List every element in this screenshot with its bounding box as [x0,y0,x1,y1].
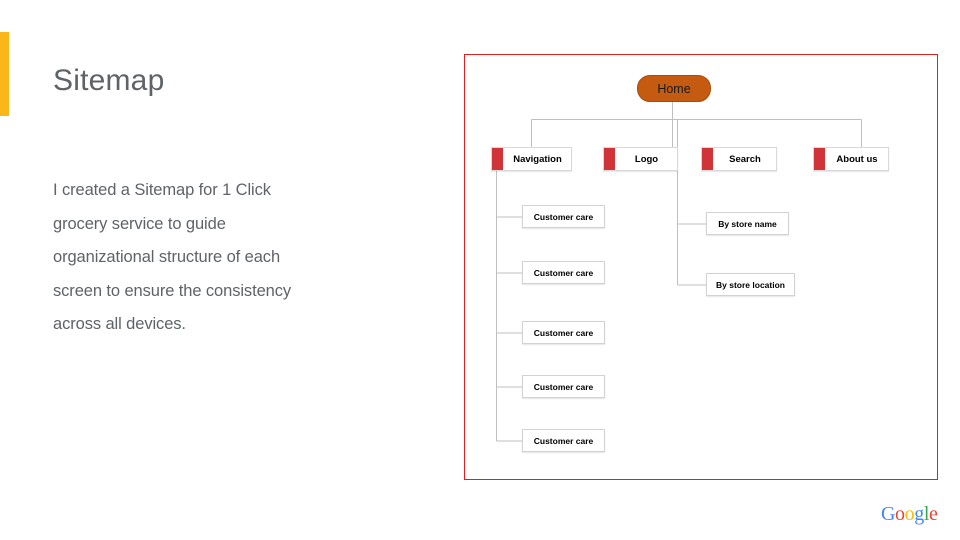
node-accent-bar [814,148,825,170]
slide-accent-bar [0,32,9,116]
sitemap-node-customer-care-5[interactable]: Customer care [522,429,605,452]
google-logo-letter: g [914,503,924,525]
google-logo-letter: e [929,503,938,525]
node-label: Logo [634,153,659,165]
google-logo: Google [881,504,938,524]
sitemap-diagram-panel: Home Navigation Logo Search About us Cus… [464,54,938,480]
node-label: Customer care [533,267,594,278]
sitemap-node-logo[interactable]: Logo [603,147,678,171]
slide-body-text: I created a Sitemap for 1 Click grocery … [53,181,292,334]
node-accent-bar [604,148,615,170]
sitemap-diagram-canvas: Home Navigation Logo Search About us Cus… [465,55,939,481]
node-accent-bar [492,148,503,170]
node-label: Customer care [533,381,594,392]
node-label: Customer care [533,327,594,338]
google-logo-letter: G [881,503,896,525]
node-label: Home [657,81,691,96]
sitemap-node-search[interactable]: Search [701,147,777,171]
google-logo-letter: o [904,503,915,525]
google-logo-letter: o [895,503,905,525]
sitemap-node-customer-care-4[interactable]: Customer care [522,375,605,398]
node-label: By store name [718,218,777,229]
node-label: Customer care [533,211,594,222]
node-label: Search [729,153,761,165]
node-label: About us [836,153,878,165]
node-accent-bar [702,148,713,170]
sitemap-node-about-us[interactable]: About us [813,147,889,171]
sitemap-node-by-store-location[interactable]: By store location [706,273,795,296]
node-label: Customer care [533,435,594,446]
node-label: By store location [716,279,785,290]
sitemap-node-by-store-name[interactable]: By store name [706,212,789,235]
sitemap-node-customer-care-1[interactable]: Customer care [522,205,605,228]
google-logo-letter: l [923,503,930,525]
page-title: Sitemap [53,64,165,97]
sitemap-node-customer-care-2[interactable]: Customer care [522,261,605,284]
sitemap-node-home[interactable]: Home [637,75,711,102]
node-label: Navigation [513,153,562,165]
sitemap-node-navigation[interactable]: Navigation [491,147,572,171]
sitemap-node-customer-care-3[interactable]: Customer care [522,321,605,344]
